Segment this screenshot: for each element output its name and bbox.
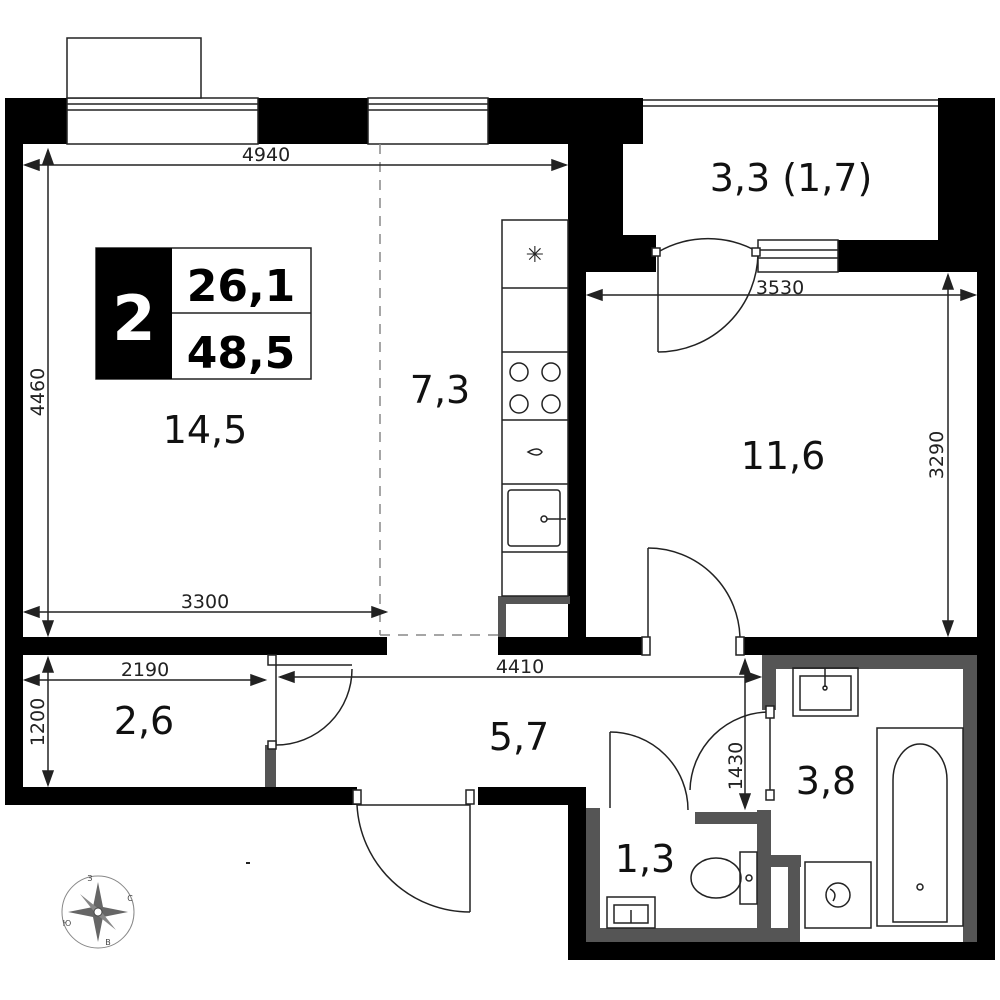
dim-living-width-top: 4940 [242, 144, 290, 166]
dim-living-height: 4460 [27, 368, 49, 416]
dim-closet-width: 2190 [121, 659, 169, 681]
room-area-entry-closet: 2,6 [114, 699, 174, 743]
dim-closet-height: 1200 [27, 698, 49, 746]
kitchen-counter [501, 219, 569, 597]
bathtub-icon [876, 727, 964, 927]
dishwasher-icon [526, 448, 543, 456]
dimension-lines [22, 147, 978, 811]
room-area-balcony: 3,3 (1,7) [710, 156, 873, 200]
room-area-toilet: 1,3 [615, 837, 675, 881]
fridge-icon: ✳ [526, 242, 544, 267]
dim-bath-door-gap: 1430 [725, 742, 747, 790]
dim-bedroom-width: 3530 [756, 277, 804, 299]
info-total-area: 48,5 [187, 328, 296, 379]
compass-east-label: С [127, 894, 133, 903]
compass-icon: З С В Ю [61, 874, 135, 949]
ac-unit [66, 37, 202, 99]
kitchen-sink-icon [507, 489, 566, 547]
dim-bedroom-height: 3290 [926, 431, 948, 479]
exterior-walls [5, 98, 995, 960]
info-living-area: 26,1 [187, 261, 296, 312]
door-jambs [267, 247, 775, 805]
room-area-bathroom: 3,8 [796, 759, 856, 803]
toilet-sink-icon [606, 896, 656, 929]
compass-west-label: Ю [63, 919, 72, 928]
partitions [265, 596, 977, 942]
stove-icon [509, 362, 561, 414]
washing-machine-icon [804, 861, 872, 929]
hallway-mark [246, 862, 250, 864]
dim-hallway-width: 4410 [496, 656, 544, 678]
dim-living-width-bottom: 3300 [181, 591, 229, 613]
toilet-icon [690, 851, 758, 905]
doors [275, 237, 771, 913]
room-area-hallway: 5,7 [489, 715, 549, 759]
compass-south-label: В [105, 938, 111, 947]
info-rooms-count: 2 [112, 282, 155, 355]
room-area-bedroom: 11,6 [741, 434, 826, 478]
kitchen-zone-line [379, 144, 500, 636]
room-area-kitchen: 7,3 [410, 368, 470, 412]
windows [66, 97, 938, 273]
info-box: 2 26,1 48,5 [95, 247, 312, 380]
room-area-living: 14,5 [163, 408, 248, 452]
compass-north-label: З [87, 874, 92, 883]
bathroom-sink-icon [792, 667, 859, 717]
